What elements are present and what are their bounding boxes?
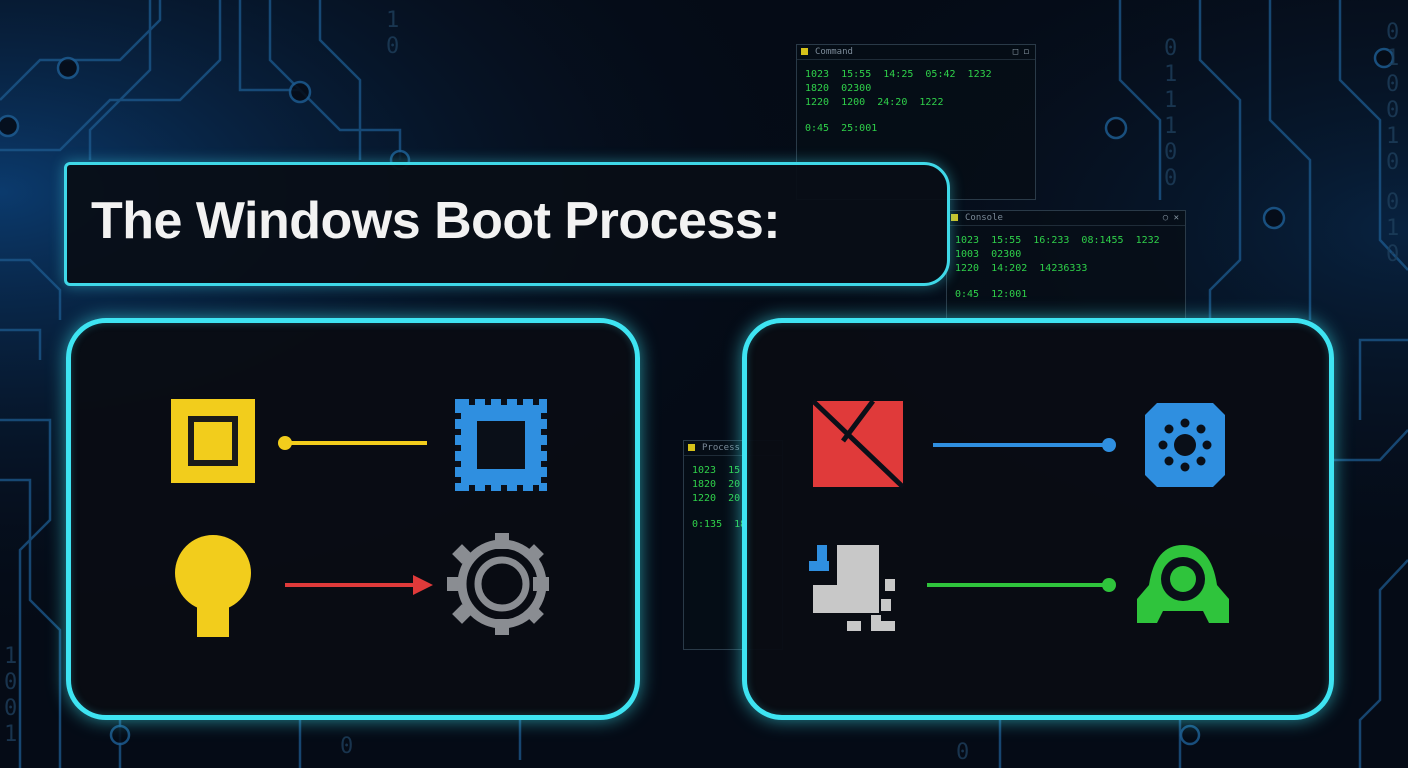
binary-digit: 0 bbox=[1386, 20, 1400, 45]
terminal-title-bar: Command □ ◻ bbox=[797, 45, 1035, 60]
gear-icon bbox=[447, 533, 549, 635]
binary-digit: 0 bbox=[386, 34, 400, 59]
connector-line bbox=[278, 436, 427, 450]
binary-digit: 0 bbox=[4, 670, 18, 695]
arrow-connector bbox=[285, 575, 433, 595]
terminal-line: 1220 20 bbox=[692, 493, 741, 504]
binary-digit: 0 bbox=[956, 740, 970, 765]
window-controls-icon: ○ ✕ bbox=[1162, 213, 1179, 223]
title-banner: The Windows Boot Process: bbox=[64, 162, 950, 286]
terminal-line: 0:45 25:001 bbox=[805, 123, 878, 134]
binary-digit: 0 bbox=[340, 734, 354, 759]
terminal-app-icon bbox=[688, 444, 695, 451]
login-user-icon bbox=[1137, 545, 1229, 623]
terminal-line: 1220 1200 24:20 1222 bbox=[805, 97, 944, 108]
settings-icon bbox=[1145, 403, 1225, 487]
binary-digit: 0 bbox=[1386, 150, 1400, 175]
terminal-line: 1820 02300 bbox=[805, 83, 872, 94]
power-key-icon bbox=[175, 535, 251, 637]
binary-digit: 1 bbox=[386, 8, 400, 33]
binary-digit: 0 bbox=[1164, 36, 1178, 61]
kernel-blocks-icon bbox=[809, 545, 895, 631]
terminal-line: 1023 15:55 16:233 08:1455 1232 bbox=[955, 235, 1160, 246]
terminal-title-bar: Process bbox=[684, 441, 782, 456]
boot-stage-panel-os bbox=[742, 318, 1334, 720]
terminal-app-icon bbox=[951, 214, 958, 221]
terminal-line: 1003 02300 bbox=[955, 249, 1022, 260]
terminal-window: Console ○ ✕ 1023 15:55 16:233 08:1455 12… bbox=[946, 210, 1186, 320]
binary-digit: 1 bbox=[1164, 88, 1178, 113]
cpu-chip-icon bbox=[455, 399, 547, 491]
binary-digit: 0 bbox=[1386, 242, 1400, 267]
terminal-line: 1023 15 bbox=[692, 465, 741, 476]
binary-digit: 0 bbox=[1164, 140, 1178, 165]
terminal-title: Console bbox=[965, 213, 1003, 223]
terminal-line: 1820 20 bbox=[692, 479, 741, 490]
windows-logo-icon bbox=[811, 399, 905, 489]
terminal-title: Process bbox=[702, 443, 740, 453]
terminal-app-icon bbox=[801, 48, 808, 55]
binary-digit: 1 bbox=[1386, 46, 1400, 71]
binary-digit: 1 bbox=[4, 644, 18, 669]
connector-line bbox=[927, 578, 1116, 592]
terminal-line: 1220 14:202 14236333 bbox=[955, 263, 1088, 274]
binary-digit: 0 bbox=[4, 696, 18, 721]
terminal-title: Command bbox=[815, 47, 853, 57]
connector-line bbox=[933, 438, 1116, 452]
terminal-line: 0:135 18 bbox=[692, 519, 747, 530]
terminal-line: 0:45 12:001 bbox=[955, 289, 1028, 300]
binary-digit: 1 bbox=[1164, 114, 1178, 139]
terminal-title-bar: Console ○ ✕ bbox=[947, 211, 1185, 226]
bios-chip-icon bbox=[171, 399, 255, 483]
binary-digit: 1 bbox=[1386, 124, 1400, 149]
boot-stage-panel-firmware bbox=[66, 318, 640, 720]
page-title: The Windows Boot Process: bbox=[91, 192, 781, 250]
binary-digit: 1 bbox=[4, 722, 18, 747]
window-controls-icon: □ ◻ bbox=[1012, 47, 1029, 57]
binary-digit: 1 bbox=[1164, 62, 1178, 87]
binary-digit: 0 bbox=[1386, 72, 1400, 97]
binary-digit: 0 bbox=[1386, 98, 1400, 123]
binary-digit: 1 bbox=[1386, 216, 1400, 241]
terminal-line: 1023 15:55 14:25 05:42 1232 bbox=[805, 69, 992, 80]
binary-digit: 0 bbox=[1386, 190, 1400, 215]
binary-digit: 0 bbox=[1164, 166, 1178, 191]
